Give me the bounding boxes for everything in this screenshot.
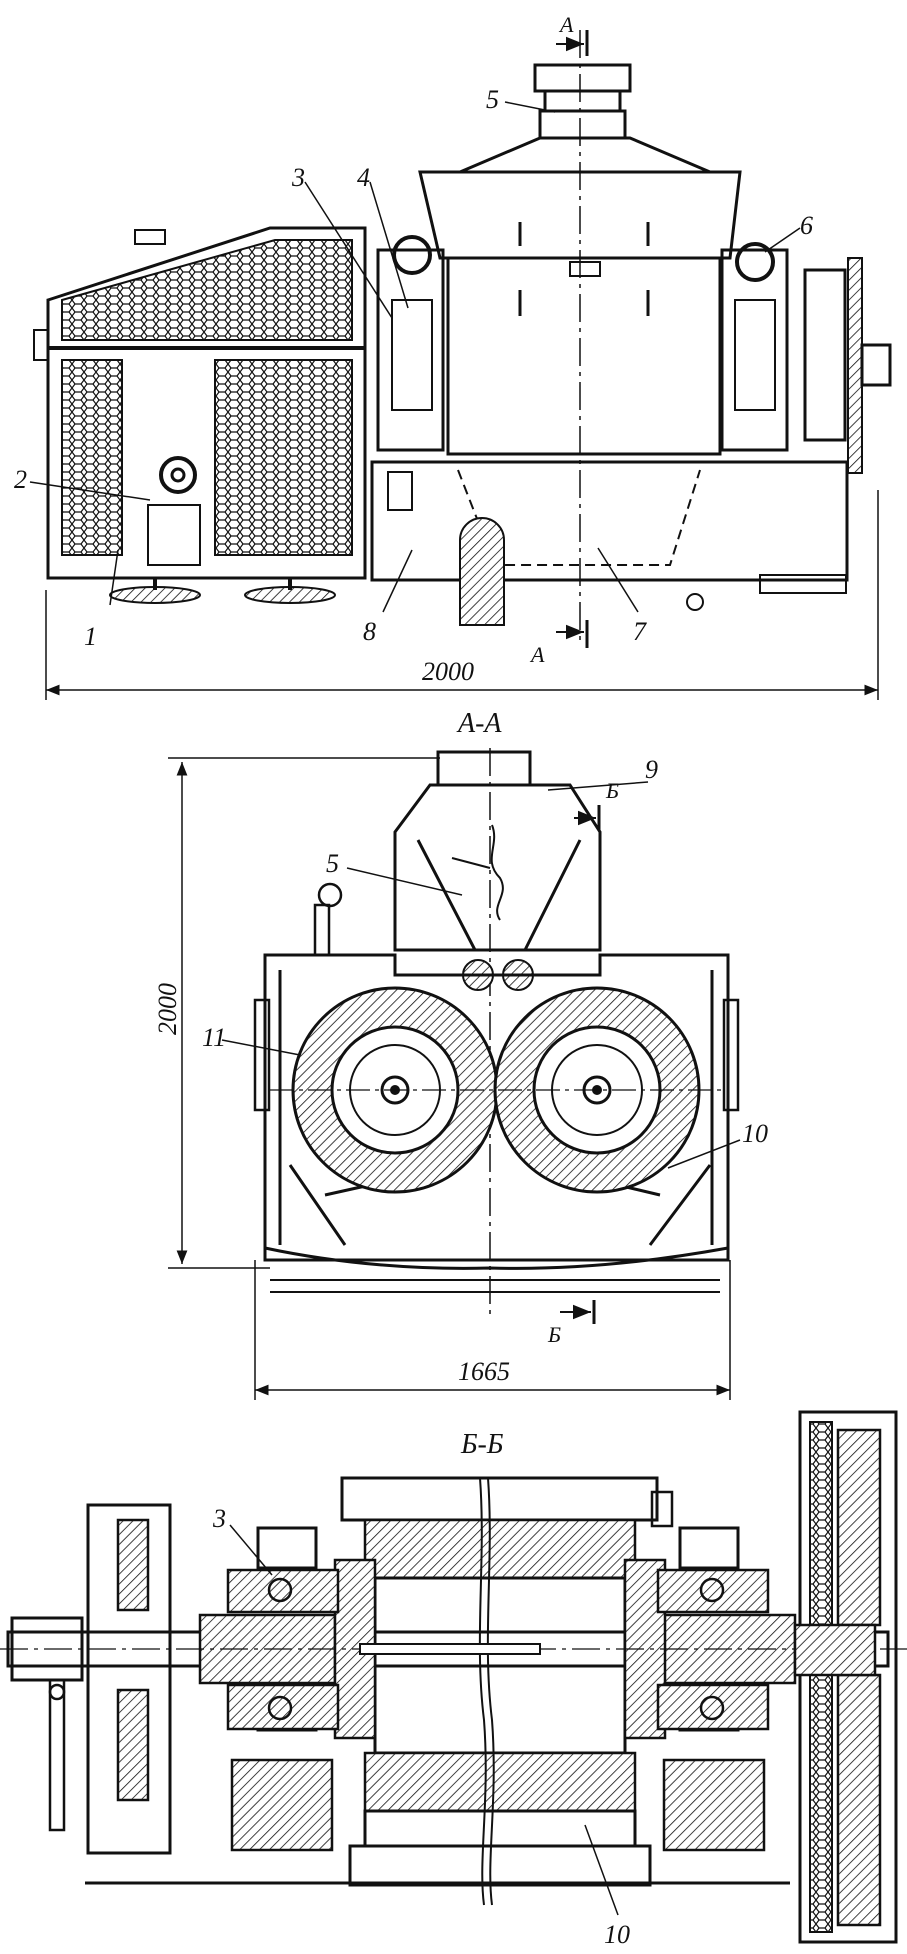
section-aa-view: А-А (153, 708, 768, 1400)
callout-4: 4 (357, 163, 370, 192)
section-bb-view: Б-Б (0, 1410, 907, 1949)
fan-unit (147, 456, 201, 566)
callout-3-bb: 3 (212, 1504, 226, 1533)
section-bb-callouts: 3 10 (212, 1504, 630, 1949)
filter-box (33, 226, 367, 580)
callout-5-aa: 5 (326, 849, 339, 878)
roll-body-bb (340, 1476, 674, 1906)
section-b-marker-bottom: Б (547, 1322, 561, 1347)
shaft-bb (0, 1558, 907, 1740)
gear-pulley-left-bb (10, 1503, 172, 1855)
callout-1: 1 (84, 622, 97, 651)
callout-8: 8 (363, 617, 376, 646)
side-view: А А 1 2 3 4 5 6 7 8 2000 (14, 12, 892, 700)
callout-3: 3 (291, 163, 305, 192)
section-bb-title: Б-Б (460, 1429, 503, 1460)
length-dimension: 2000 (45, 490, 879, 700)
bearing-housing-right (720, 242, 789, 452)
height-dimension-aa: 2000 (153, 757, 440, 1269)
section-aa-callouts: 9 5 11 10 (202, 755, 768, 1169)
callout-10-bb: 10 (604, 1920, 630, 1949)
bearing-left-bb (226, 1526, 340, 1852)
callout-6: 6 (800, 211, 813, 240)
section-aa-title: А-А (456, 708, 502, 739)
callout-9: 9 (645, 755, 658, 784)
width-dimension-aa: 1665 (254, 1260, 731, 1400)
section-marker-bottom: А (529, 642, 545, 667)
section-b-marker-top: Б (605, 778, 619, 803)
callout-7: 7 (633, 617, 647, 646)
drive-pulley-right-bb (793, 1410, 898, 1944)
callout-10-aa: 10 (742, 1119, 768, 1148)
width-dimension-aa-value: 1665 (458, 1357, 510, 1386)
bearing-right-bb (656, 1526, 770, 1852)
feed-hopper (533, 63, 632, 140)
crusher-frame-aa (253, 953, 740, 1293)
drive-pulley-side (803, 257, 892, 474)
callout-11: 11 (202, 1023, 226, 1052)
roller-crusher-body (370, 136, 849, 626)
callout-5: 5 (486, 85, 499, 114)
length-dimension-value: 2000 (422, 657, 474, 686)
height-dimension-aa-value: 2000 (153, 983, 182, 1035)
callout-2: 2 (14, 465, 27, 494)
section-marker-top: А (558, 12, 574, 37)
side-view-callouts: 1 2 3 4 5 6 7 8 (14, 85, 813, 651)
bearing-housing-left (376, 235, 445, 452)
support-wheels (109, 578, 336, 604)
